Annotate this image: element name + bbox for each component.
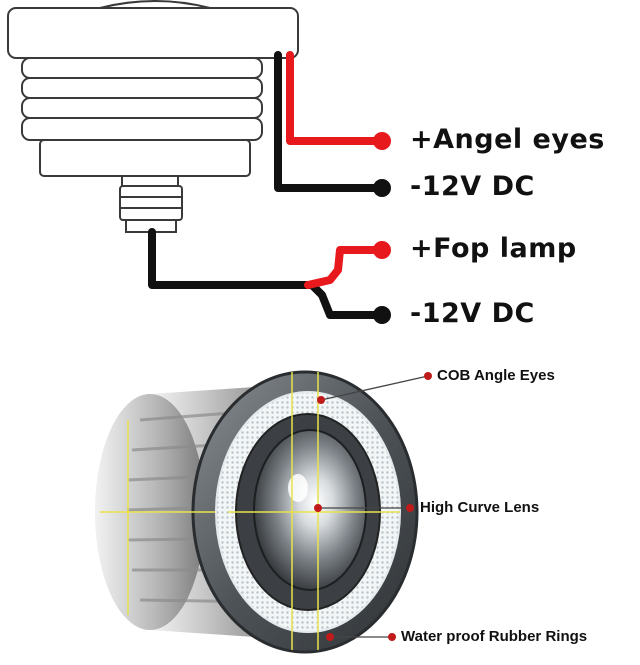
lamp-fin xyxy=(21,77,263,99)
fog-lamp-positive-wire xyxy=(304,246,386,289)
callout-dot xyxy=(424,372,432,380)
callout-dot xyxy=(326,633,334,641)
lamp-neck xyxy=(121,175,179,187)
label-angel-eyes-positive: +Angel eyes xyxy=(410,124,605,155)
high-curve-lens xyxy=(253,429,367,591)
wires xyxy=(148,51,386,319)
lamp-flange xyxy=(7,7,299,59)
callout-dot xyxy=(317,396,325,404)
terminal-dot xyxy=(373,132,391,150)
angel-eyes-positive-wire xyxy=(286,51,386,145)
callout-leaders xyxy=(318,375,429,638)
leader-cob xyxy=(320,375,429,401)
callout-high-curve-lens: High Curve Lens xyxy=(420,499,540,516)
label-fog-lamp-negative: -12V DC xyxy=(410,298,535,329)
lamp-dome xyxy=(99,0,211,9)
callout-rubber-rings: Water proof Rubber Rings xyxy=(401,628,588,645)
lamp-fin xyxy=(21,57,263,79)
lamp-connector xyxy=(119,185,183,221)
callout-dot xyxy=(314,504,322,512)
terminal-dot xyxy=(373,179,391,197)
fog-lamp-negative-wire xyxy=(148,228,386,319)
callout-dots xyxy=(314,372,432,641)
angel-eyes-negative-wire xyxy=(274,51,386,192)
wire-terminals xyxy=(373,132,391,324)
label-fog-lamp-positive: +Fop lamp xyxy=(410,233,577,264)
lamp-outline-drawing xyxy=(7,0,299,233)
callout-cob-angle-eyes: COB Angle Eyes xyxy=(437,367,555,384)
terminal-dot xyxy=(373,306,391,324)
lamp-lower-body xyxy=(39,139,251,177)
lamp-product-illustration xyxy=(95,370,419,654)
callout-dot xyxy=(388,633,396,641)
lens-highlight xyxy=(288,474,308,502)
terminal-dot xyxy=(373,241,391,259)
lamp-fin xyxy=(21,117,263,141)
callout-dot xyxy=(406,504,414,512)
lamp-fin xyxy=(21,97,263,119)
label-angel-eyes-negative: -12V DC xyxy=(410,171,535,202)
